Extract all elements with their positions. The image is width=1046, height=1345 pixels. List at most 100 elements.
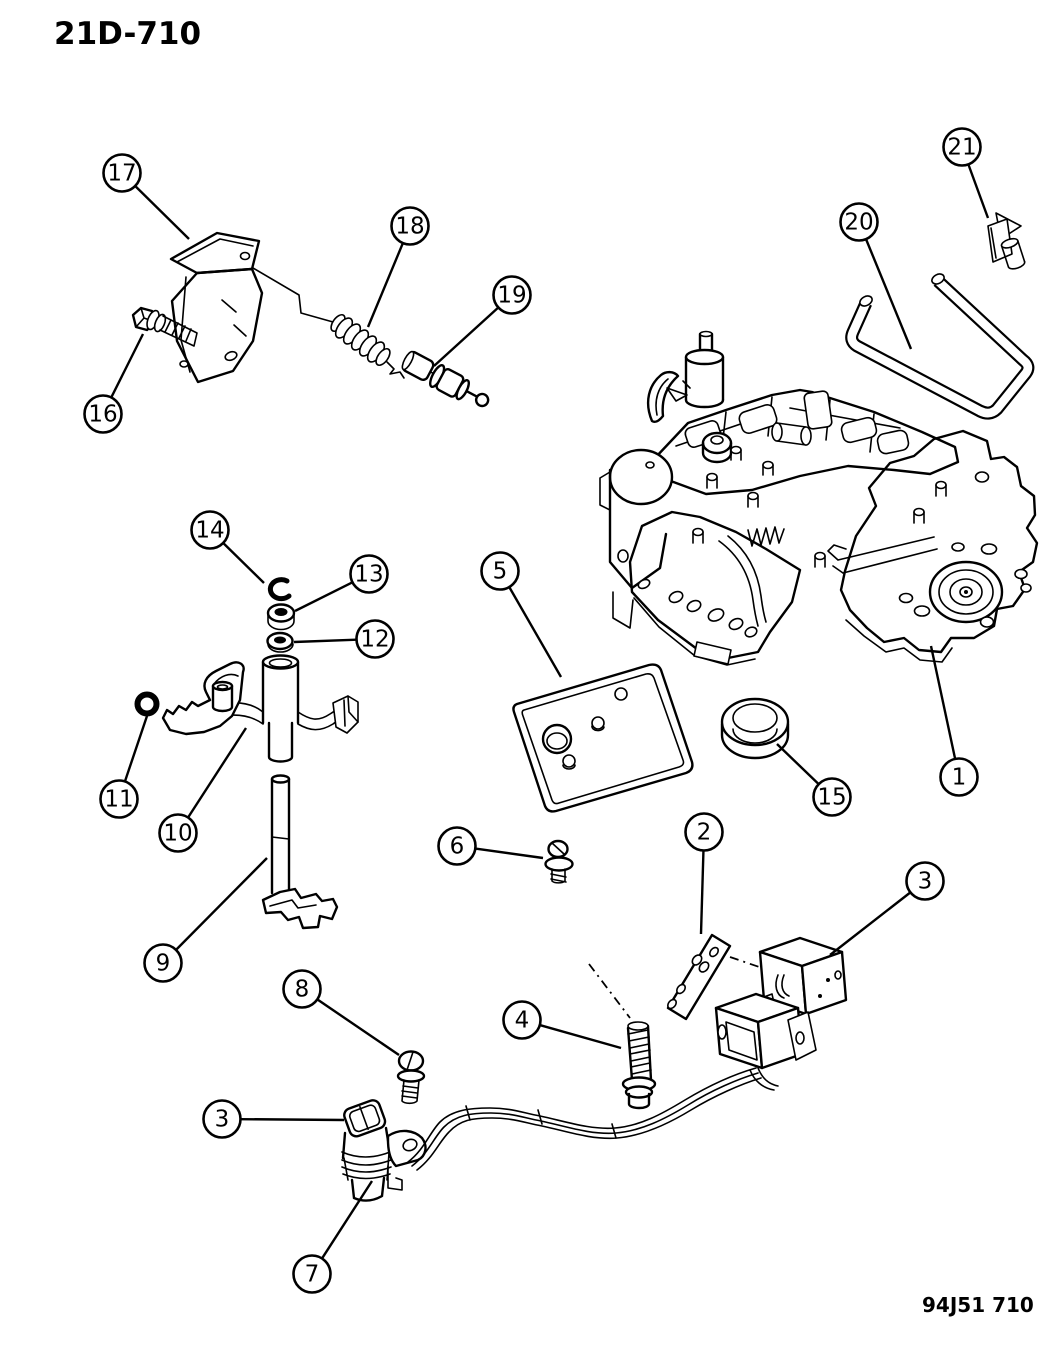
seal-ring [720,697,790,760]
callout-10: 10 [158,727,248,853]
callout-5: 5 [480,551,563,678]
callout-circle [190,510,230,550]
callout-circle [99,779,139,819]
callout-circle [480,551,520,591]
wire-harness [407,1067,762,1171]
drawing-number: 94J51 710 [922,1293,1034,1317]
callout-leader [433,306,500,367]
callout-leader [123,715,149,782]
throttle-spring [330,313,405,379]
washer [266,603,296,631]
callout-number: 15 [817,785,846,811]
callout-number: 18 [395,214,424,240]
callout-16: 16 [83,333,145,434]
callout-9: 9 [143,857,268,983]
callout-3: 3 [202,1099,345,1139]
callout-17: 17 [102,153,190,240]
callout-circle [292,1254,332,1294]
callout-number: 2 [697,820,712,846]
callout-15: 15 [776,743,852,817]
callout-1: 1 [929,645,979,797]
callout-number: 16 [88,402,117,428]
callout-number: 17 [107,161,136,187]
callout-circle [812,777,852,817]
callout-circle [390,206,430,246]
callout-leader [929,645,957,760]
screw-4 [588,963,657,1110]
callout-number: 8 [295,977,310,1003]
snap-ring [267,577,292,602]
callout-leader [508,586,563,678]
callout-leader [316,998,400,1056]
solenoid-bracket [666,933,732,1021]
callout-circle [492,275,532,315]
callout-circle [905,861,945,901]
callout-19: 19 [433,275,532,367]
shaft-seal [266,631,294,653]
callout-number: 19 [497,283,526,309]
callout-number: 20 [844,210,873,236]
callout-number: 1 [952,765,967,791]
callout-number: 9 [156,951,171,977]
callout-number: 21 [947,135,976,161]
callout-circle [282,969,322,1009]
return-tube [845,273,1035,420]
callout-number: 4 [515,1008,530,1034]
callout-leader [829,891,912,956]
callout-leader [475,847,544,860]
callout-circle [502,1000,542,1040]
diagram-code: 21D-710 [54,16,201,52]
throttle-valve [401,350,490,408]
callout-7: 7 [292,1180,374,1294]
callout-leader [967,163,990,219]
valve-body-assembly [599,330,1039,666]
filter-plate [512,663,694,813]
callout-6: 6 [437,826,544,866]
callout-circle [684,812,724,852]
callout-circle [83,394,123,434]
solenoid-block [714,936,848,1091]
callout-number: 6 [450,834,465,860]
parking-lever-assembly [161,654,359,763]
retaining-clip [987,212,1026,270]
throttle-bracket [169,231,334,384]
callout-4: 4 [502,1000,622,1050]
o-ring [134,691,160,717]
callout-circle [202,1099,242,1139]
callout-number: 10 [163,821,192,847]
callout-circle [839,202,879,242]
callout-3: 3 [829,861,945,956]
callout-circle [143,943,183,983]
screw-6 [544,839,574,884]
callout-number: 12 [360,627,389,653]
callout-leader [776,743,820,786]
callout-circle [158,813,198,853]
callout-number: 13 [354,562,383,588]
callout-2: 2 [684,812,724,935]
callout-number: 5 [493,559,508,585]
callout-leader [294,581,353,613]
callout-circle [437,826,477,866]
callout-number: 11 [104,787,133,813]
callout-leader [222,542,265,584]
screw-8 [396,1050,426,1105]
callout-circle [349,554,389,594]
callout-leader [187,727,248,819]
callout-leader [134,185,190,240]
pressure-sensor [341,1067,762,1202]
callout-circle [939,757,979,797]
callout-leader [539,1023,622,1050]
callout-leader [175,857,268,951]
callout-leader [293,638,357,644]
callout-12: 12 [293,619,395,659]
callout-number: 3 [918,869,933,895]
callout-11: 11 [99,715,149,819]
callout-circle [102,153,142,193]
callout-13: 13 [294,554,389,613]
callout-leader [699,850,705,935]
callout-number: 7 [305,1262,320,1288]
callout-leader [240,1117,345,1122]
